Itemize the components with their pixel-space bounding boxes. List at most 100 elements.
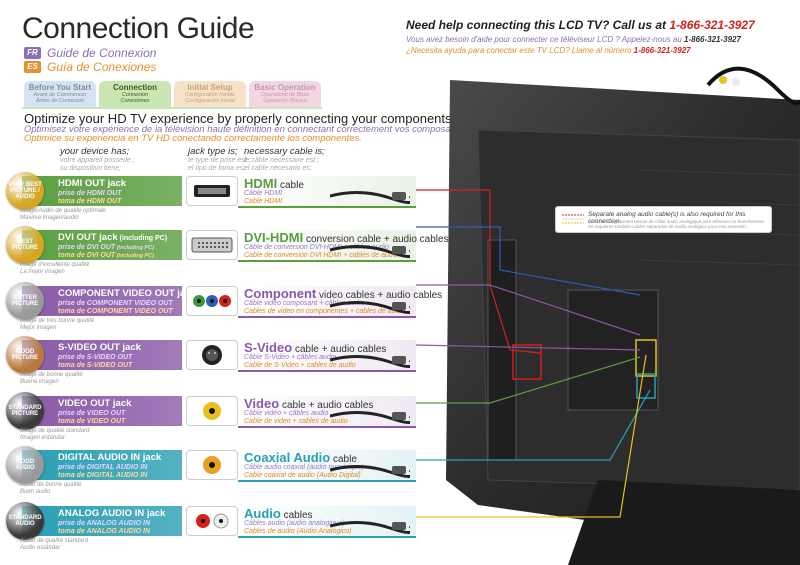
quality-seal-icon: STANDARD PICTURE <box>6 392 44 430</box>
cable-illustration <box>329 460 414 485</box>
tab-es: Operación Básica <box>263 98 307 104</box>
jack-label-es: toma de DIGITAL AUDIO IN <box>58 472 147 479</box>
cable-label-fr: Câble audio coaxial (audio numérique) <box>244 464 364 471</box>
cable-label-es: Cable coaxial de audio (Audio Digital) <box>244 472 361 479</box>
cable-suffix: cable <box>277 180 304 191</box>
tab-label: Before You Start <box>28 83 92 92</box>
jack-label-en: HDMI OUT jack <box>58 178 126 189</box>
quality-seal-icon: VERY BEST PICTURE / AUDIO <box>6 172 44 210</box>
jack-note-es: (including PC) <box>115 253 154 259</box>
lang-badge-es: ES <box>24 61 41 73</box>
tab-fr: Opérations de Base <box>260 92 310 98</box>
plug-yellow <box>719 76 727 84</box>
jack-label-en: COMPONENT VIDEO OUT jack <box>58 288 196 299</box>
tab-fr: Connexion <box>121 92 149 98</box>
cable-suffix: cable + audio cables <box>292 344 387 355</box>
quality-es: Buen audio <box>20 489 51 495</box>
jack-label-fr: prise de DVI OUT (including PC) <box>58 244 154 251</box>
quality-seal-icon: BETTER PICTURE <box>6 282 44 320</box>
svideo-port-icon <box>186 340 238 370</box>
jack-label-es: toma de S-VIDEO OUT <box>58 362 132 369</box>
component-port-icon <box>186 286 238 316</box>
quality-es: Audio estándar <box>20 545 61 551</box>
cable-suffix: cables <box>280 510 313 521</box>
jack-note-fr: (including PC) <box>115 245 154 251</box>
col-device-header: your device has; <box>60 146 130 157</box>
subtitle-es-text: Guía de Conexiones <box>47 60 157 74</box>
port-highlight-hdmi <box>512 344 542 380</box>
cable-suffix: cable + audio cables <box>279 400 374 411</box>
analog-audio-note: Separate analog audio cable(s) is also r… <box>555 206 772 233</box>
cable-label-es: Cable de video + cables de audio <box>244 418 348 425</box>
cable-suffix: conversion cable + audio cables <box>303 234 449 245</box>
tv-stand <box>568 480 800 565</box>
note-en: Separate analog audio cable(s) is also r… <box>588 211 746 225</box>
cable-label-fr: Câble S-Vidéo + câbles audio <box>244 354 337 361</box>
cable-label-en: S-Video cable + audio cables <box>244 340 386 355</box>
subtitle-fr: FR Guide de Connexion <box>24 46 156 60</box>
col-jack-sub: le type de prise est ;el tipo de toma es… <box>188 157 251 173</box>
cable-label-en: Coaxial Audio cable <box>244 450 357 465</box>
jack-note: (including PC) <box>117 235 168 242</box>
jack-label-es: toma de HDMI OUT <box>58 198 121 205</box>
cable-name: Coaxial Audio <box>244 450 331 465</box>
cable-label-fr: Câble de conversion DVI-HDMI + câbles au… <box>244 244 389 251</box>
col-cable-header: necessary cable is; <box>244 146 325 157</box>
jack-label-fr: prise de ANALOG AUDIO IN <box>58 520 150 527</box>
jack-label-en: ANALOG AUDIO IN jack <box>58 508 165 519</box>
quality-seal-icon: BEST PICTURE <box>6 226 44 264</box>
intro-en: Optimize your HD TV experience by proper… <box>24 111 456 126</box>
help-es: ¿Necesita ayuda para conectar este TV LC… <box>406 46 691 55</box>
cable-label-en: DVI-HDMI conversion cable + audio cables <box>244 230 449 245</box>
quality-es: Máxima imagen/audio <box>20 215 79 221</box>
cable-illustration <box>329 296 414 321</box>
tab-basic-operation[interactable]: Basic Operation Opérations de Base Opera… <box>249 81 321 108</box>
col-jack-es: el tipo de toma es; <box>188 165 246 172</box>
help-phone: 1-866-321-3927 <box>669 18 755 32</box>
cable-label-es: Cables de audio (Audio Analógico) <box>244 528 352 535</box>
cable-name: DVI-HDMI <box>244 230 304 245</box>
video-port-icon <box>186 396 238 426</box>
jack-name-fr: prise de ANALOG AUDIO IN <box>58 520 151 527</box>
jack-label-en: S-VIDEO OUT jack <box>58 342 141 353</box>
quality-fr: Image de très bonne qualité <box>20 318 95 324</box>
jack-name: VIDEO OUT jack <box>58 398 132 409</box>
cable-label-fr: Câble vidéo composant + câbles audio <box>244 300 365 307</box>
jack-label-fr: prise de HDMI OUT <box>58 190 121 197</box>
col-cable-sub: le câble nécessaire est ;el cable necesa… <box>244 157 319 173</box>
jack-label-es: toma de VIDEO OUT <box>58 418 125 425</box>
tab-fr: Avant de Commencer <box>33 92 87 98</box>
cable-label-en: HDMI cable <box>244 176 304 191</box>
tab-fr: Configuration Initiale <box>184 92 236 98</box>
tv-rear-ports <box>567 289 659 411</box>
jack-label-fr: prise de VIDEO OUT <box>58 410 125 417</box>
col-cable-fr: le câble nécessaire est ; <box>244 157 320 164</box>
jack-name-es: toma de S-VIDEO OUT <box>58 362 133 369</box>
cable-label-fr: Câble HDMI <box>244 190 283 197</box>
jack-label-fr: prise de COMPONENT VIDEO OUT <box>58 300 173 307</box>
tab-connection[interactable]: Connection Connexion Conexiones <box>99 81 171 108</box>
col-device-fr: votre appareil possède ; <box>60 157 135 164</box>
jack-name-fr: prise de DVI OUT <box>58 244 116 251</box>
cable-label-fr: Câbles audio (audio analogique) <box>244 520 345 527</box>
col-device-sub: votre appareil possède ;su dispositivo t… <box>60 157 135 173</box>
cable-name: Audio <box>244 506 281 521</box>
help-title: Need help connecting this LCD TV? Call u… <box>406 18 755 32</box>
quality-es: Imagen estándar <box>20 435 66 441</box>
quality-es: Mejor imagen <box>20 325 57 331</box>
tab-initial-setup[interactable]: Initial Setup Configuration Initiale Con… <box>174 81 246 108</box>
tab-es: Conexiones <box>120 98 150 104</box>
tab-label: Initial Setup <box>187 83 233 92</box>
jack-name-fr: prise de HDMI OUT <box>58 190 122 197</box>
cable-name: Video <box>244 396 280 411</box>
cable-label-es: Cable de S-Video + cables de audio <box>244 362 356 369</box>
tab-before-you-start[interactable]: Before You Start Avant de Commencer Ante… <box>24 81 96 108</box>
cable-illustration <box>329 186 414 211</box>
